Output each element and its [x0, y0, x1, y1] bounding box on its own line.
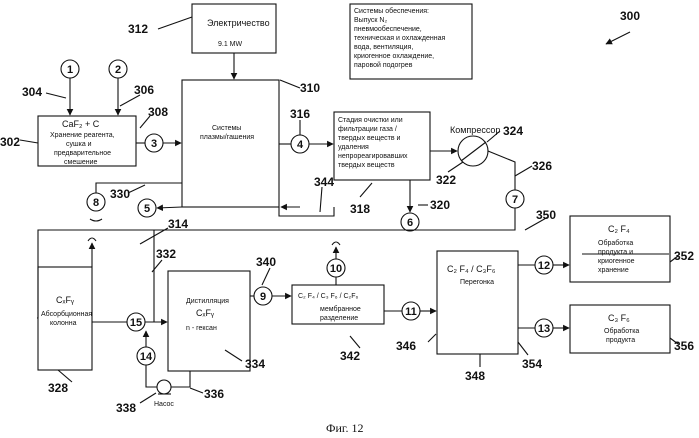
absorber-formula: CₓFᵧ — [56, 295, 74, 305]
node-2-label: 2 — [115, 64, 121, 76]
ref-306: 306 — [134, 83, 154, 97]
product-c3f6-line-1: Обработка — [604, 327, 639, 335]
absorption-column-box — [38, 267, 92, 370]
ref-330: 330 — [110, 187, 130, 201]
svg-text:вода, вентиляция,: вода, вентиляция, — [354, 44, 413, 51]
svg-text:удаления: удаления — [338, 144, 369, 151]
node-4-label: 4 — [297, 139, 304, 151]
product-c2f4-formula: C₂ F₄ — [608, 224, 630, 234]
distillation-formula: CₓFᵧ — [196, 308, 214, 318]
membrane-line-2: разделение — [320, 315, 358, 322]
ref-326: 326 — [532, 159, 552, 173]
ref-318: 318 — [350, 202, 370, 216]
ref-348: 348 — [465, 369, 485, 383]
ref-332: 332 — [156, 247, 176, 261]
figure-caption: Фиг. 12 — [326, 421, 363, 435]
svg-text:Выпуск N₂: Выпуск N₂ — [354, 17, 387, 24]
product-c3f6-line-2: продукта — [606, 337, 635, 344]
fractionation-formula: C₂ F₄ / C₃F₆ — [447, 264, 496, 274]
plasma-line-1: Системы — [212, 125, 241, 132]
storage-text: Хранение реагента, сушка и предварительн… — [50, 132, 115, 166]
electricity-title: Электричество — [207, 18, 270, 28]
distillation-solvent: n - гексан — [186, 325, 217, 332]
fractionation-line-1: Перегонка — [460, 279, 494, 286]
ref-322: 322 — [436, 173, 456, 187]
svg-text:техническая и охлажденная: техническая и охлажденная — [354, 35, 445, 42]
ref-334: 334 — [245, 357, 265, 371]
node-15-label: 15 — [130, 317, 142, 329]
svg-text:Хранение реагента,: Хранение реагента, — [50, 132, 115, 139]
ref-340: 340 — [256, 255, 276, 269]
plasma-systems-box — [182, 80, 279, 207]
svg-text:криогенное: криогенное — [598, 258, 635, 265]
node-6-label: 6 — [407, 217, 413, 229]
svg-text:Стадия очистки или: Стадия очистки или — [338, 117, 403, 124]
node-12-label: 12 — [538, 260, 550, 272]
ref-310: 310 — [300, 81, 320, 95]
distillation-title: Дистилляция — [186, 298, 229, 305]
absorber-line-1: Абсорбционная — [41, 310, 92, 318]
product-c2f4-text: Обработка продукта и криогенное хранение — [598, 239, 635, 274]
svg-text:непрореагировавших: непрореагировавших — [338, 153, 408, 160]
svg-text:предварительное: предварительное — [54, 150, 111, 157]
svg-text:фильтрации газа /: фильтрации газа / — [338, 126, 397, 133]
membrane-formula: C₂ F₄ / C₃ F₆ / C₂F₆ — [298, 293, 359, 300]
compressor-label: Компрессор — [450, 125, 500, 135]
svg-text:Обработка: Обработка — [598, 239, 633, 247]
absorber-line-2: колонна — [50, 320, 77, 327]
svg-text:хранение: хранение — [598, 267, 629, 274]
node-13-label: 13 — [538, 323, 550, 335]
node-10-label: 10 — [330, 263, 342, 275]
ref-320: 320 — [430, 198, 450, 212]
ref-338: 338 — [116, 401, 136, 415]
svg-text:сушка и: сушка и — [66, 141, 92, 148]
node-8-label: 8 — [93, 197, 99, 209]
ref-302: 302 — [0, 135, 20, 149]
ref-344: 344 — [314, 175, 334, 189]
pump-label: Насос — [154, 401, 174, 408]
ref-346: 346 — [396, 339, 416, 353]
ref-314: 314 — [168, 217, 188, 231]
svg-text:паровой подогрев: паровой подогрев — [354, 61, 413, 69]
product-c3f6-formula: C₃ F₆ — [608, 313, 630, 323]
node-7-label: 7 — [512, 194, 518, 206]
ref-308: 308 — [148, 105, 168, 119]
distillation-box — [168, 271, 250, 371]
svg-text:твердых веществ и: твердых веществ и — [338, 135, 401, 142]
node-11-label: 11 — [405, 306, 417, 318]
ref-356: 356 — [674, 339, 694, 353]
ref-342: 342 — [340, 349, 360, 363]
ref-312: 312 — [128, 22, 148, 36]
figure-number: 300 — [620, 9, 640, 23]
svg-text:криогенное охлаждение,: криогенное охлаждение, — [354, 53, 434, 60]
membrane-line-1: мембранное — [320, 305, 361, 313]
ref-352: 352 — [674, 249, 694, 263]
electricity-power: 9.1 MW — [218, 41, 243, 48]
support-systems-text: Системы обеспечения: Выпуск N₂ пневмообе… — [354, 7, 445, 69]
node-1-label: 1 — [67, 64, 73, 76]
node-3-label: 3 — [151, 138, 157, 150]
plasma-line-2: плазмы/гашения — [200, 134, 254, 141]
node-9-label: 9 — [260, 291, 266, 303]
ref-328: 328 — [48, 381, 68, 395]
ref-354: 354 — [522, 357, 542, 371]
ref-304: 304 — [22, 85, 42, 99]
ref-350: 350 — [536, 208, 556, 222]
svg-text:твердых веществ: твердых веществ — [338, 162, 395, 169]
node-5-label: 5 — [144, 203, 150, 215]
svg-text:смешение: смешение — [64, 159, 97, 166]
ref-316: 316 — [290, 107, 310, 121]
ref-336: 336 — [204, 387, 224, 401]
compressor-symbol — [458, 136, 488, 166]
cleaning-text: Стадия очистки или фильтрации газа / тве… — [338, 117, 408, 169]
node-14-label: 14 — [140, 351, 153, 363]
ref-324: 324 — [503, 124, 523, 138]
svg-text:пневмообеспечение,: пневмообеспечение, — [354, 25, 422, 33]
storage-formula: CaF₂ + C — [62, 119, 100, 129]
pump-symbol — [157, 380, 171, 394]
svg-text:Системы обеспечения:: Системы обеспечения: — [354, 7, 429, 15]
svg-text:продукта и: продукта и — [598, 249, 633, 256]
